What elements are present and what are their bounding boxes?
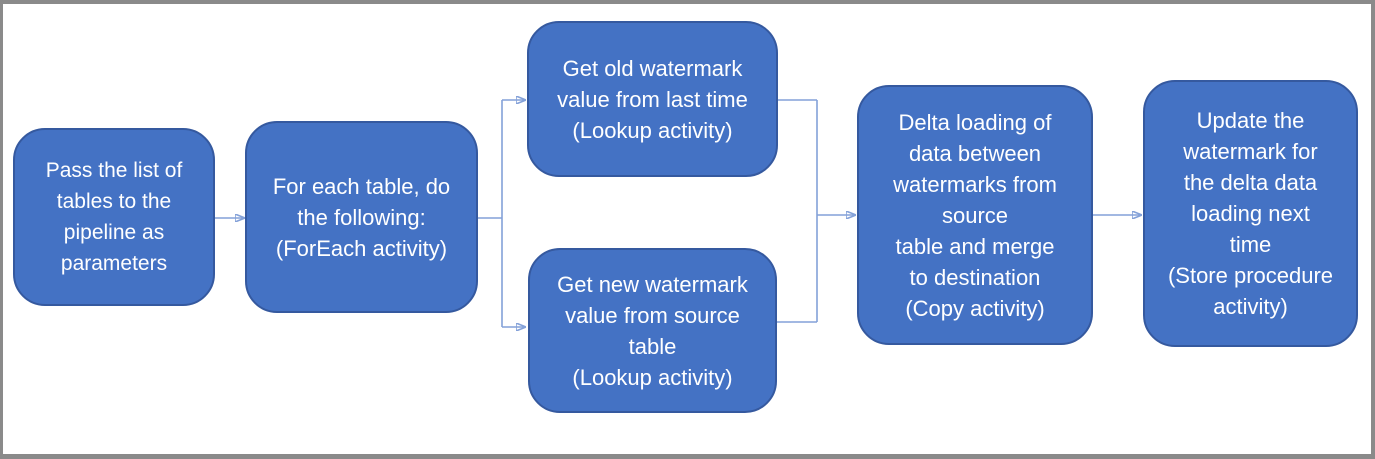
flow-step-get-new-watermark: Get new watermark value from source tabl… bbox=[528, 248, 777, 413]
flow-step-pass-tables: Pass the list of tables to the pipeline … bbox=[13, 128, 215, 306]
flow-step-update-watermark: Update the watermark for the delta data … bbox=[1143, 80, 1358, 347]
flow-step-delta-loading: Delta loading of data between watermarks… bbox=[857, 85, 1093, 345]
flow-step-get-old-watermark: Get old watermark value from last time (… bbox=[527, 21, 778, 177]
flow-step-foreach-table: For each table, do the following: (ForEa… bbox=[245, 121, 478, 313]
